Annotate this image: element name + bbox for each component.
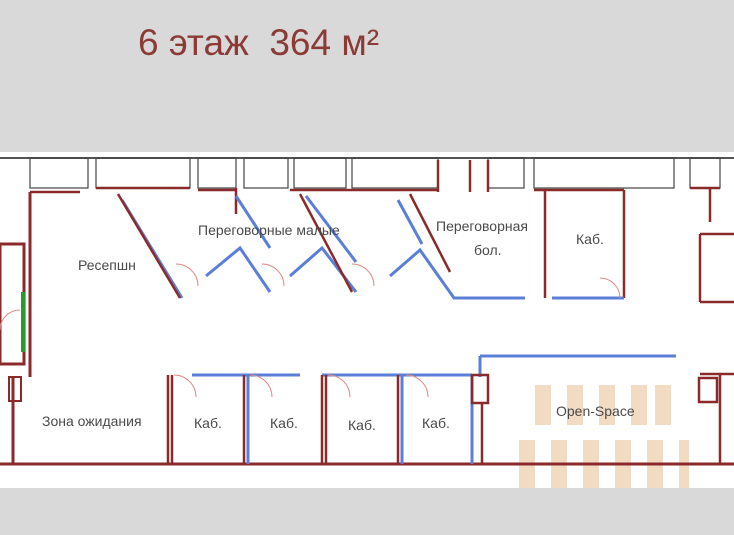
room-walls — [116, 193, 719, 464]
window-band — [29, 157, 721, 189]
room-label-meeting-large-1: Переговорная — [436, 218, 528, 234]
room-label-open-space: Open-Space — [556, 403, 635, 419]
room-label-office-2: Каб. — [270, 415, 298, 431]
door-swings — [0, 263, 621, 398]
room-label-office-1: Каб. — [194, 415, 222, 431]
upper-walls — [30, 160, 734, 464]
room-label-meeting-small: Переговорные малые — [198, 222, 340, 238]
blue-partitions — [120, 195, 676, 464]
floor-plan-drawing: Ресепшн Переговорные малые Переговорная … — [0, 157, 734, 488]
page-title: 6 этаж 364 м² — [138, 22, 380, 63]
room-label-office-4: Каб. — [422, 415, 450, 431]
room-label-office-top: Каб. — [576, 231, 604, 247]
room-label-reception: Ресепшн — [78, 257, 136, 273]
watermark-logo — [519, 385, 689, 488]
room-label-meeting-large-2: бол. — [474, 242, 502, 258]
room-label-office-3: Каб. — [348, 417, 376, 433]
floor-plan: Ресепшн Переговорные малые Переговорная … — [0, 152, 734, 488]
left-wall-block — [0, 242, 26, 402]
room-label-waiting-area: Зона ожидания — [42, 413, 142, 429]
